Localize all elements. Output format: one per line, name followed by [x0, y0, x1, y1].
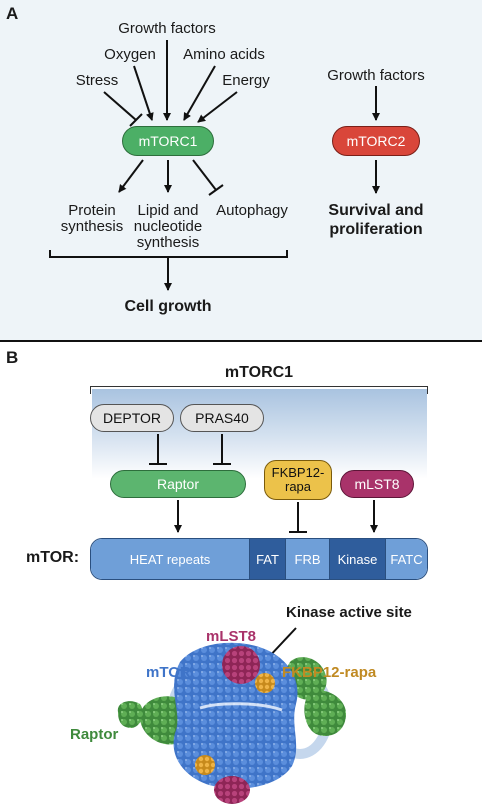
fkbp12-rapa-node: FKBP12- rapa [264, 460, 332, 500]
fkbp-bottom [195, 755, 215, 775]
survival-line1: Survival and [328, 202, 424, 219]
arrow-amino-acids [183, 65, 216, 121]
output-lipid-line3: synthesis [136, 234, 200, 251]
inhibit-stress-bar [129, 113, 143, 127]
inhibit-autophagy-bar [208, 184, 224, 196]
pras40-label: PRAS40 [195, 410, 249, 426]
deptor-label: DEPTOR [102, 410, 162, 426]
label-structure-mtor: mTOR [146, 664, 191, 681]
deptor-node: DEPTOR [90, 404, 174, 432]
panel-a-letter: A [6, 4, 19, 23]
survival-line2: proliferation [329, 221, 423, 238]
mlst8-bottom [214, 776, 250, 804]
inhibit-stress [103, 91, 137, 121]
label-kinase-active-site: Kinase active site [286, 604, 412, 621]
output-protein-line1: Protein [68, 202, 116, 219]
arrow-oxygen [133, 65, 154, 121]
mtorc2-input-growth-factors: Growth factors [327, 67, 425, 84]
panel-a-arrows [49, 40, 380, 291]
mtorc2-node: mTORC2 [332, 126, 420, 156]
input-energy: Energy [222, 72, 270, 89]
fkbp-top [255, 673, 275, 693]
input-amino-acids: Amino acids [183, 46, 265, 63]
mtorc2-label: mTORC2 [346, 133, 406, 149]
label-structure-fkbp: FKBP12-rapa [282, 664, 377, 681]
cell-growth-bracket [49, 250, 288, 258]
panel-b: B mTORC1 DEPTOR PRAS40 Raptor FKBP12- ra… [0, 342, 482, 810]
mtorc1-node: mTORC1 [122, 126, 214, 156]
raptor-lobe-left-tip [117, 701, 143, 728]
fkbp-label-line2: rapa [284, 479, 312, 494]
mtor-domain-bar: HEAT repeats FAT FRB Kinase FATC [90, 538, 428, 580]
raptor-label: Raptor [156, 476, 200, 492]
label-structure-raptor: Raptor [70, 726, 119, 743]
domain-kinase: Kinase [329, 539, 385, 579]
domain-heat-repeats: HEAT repeats [91, 539, 249, 579]
raptor-lobe-right [304, 690, 346, 736]
mtor-domain-label: mTOR: [26, 549, 80, 566]
arrow-protein-synthesis [118, 159, 144, 193]
domain-frb: FRB [285, 539, 329, 579]
domain-fat: FAT [249, 539, 285, 579]
arrow-energy [197, 91, 238, 123]
output-protein-line2: synthesis [60, 218, 124, 235]
inhibit-autophagy [192, 159, 217, 191]
output-lipid-line1: Lipid and [137, 202, 199, 219]
fkbp-label-line1: FKBP12- [271, 465, 325, 480]
raptor-node: Raptor [110, 470, 246, 498]
mtorc1-structure-image [117, 642, 346, 804]
mtor-dimer-cleft [199, 702, 283, 712]
output-lipid-line2: nucleotide [133, 218, 203, 235]
mtorc1-complex-bracket [90, 386, 428, 394]
mtorc1-complex-title: mTORC1 [224, 364, 294, 381]
output-autophagy: Autophagy [216, 202, 288, 219]
mlst8-top [222, 646, 260, 684]
input-growth-factors: Growth factors [118, 20, 216, 37]
panel-a: A Growth factors Oxygen Amino acids Stre… [0, 0, 482, 342]
mlst8-node: mLST8 [340, 470, 414, 498]
label-structure-mlst8: mLST8 [206, 628, 257, 645]
mtorc1-label: mTORC1 [138, 133, 198, 149]
pras40-node: PRAS40 [180, 404, 264, 432]
panel-b-letter: B [6, 348, 19, 367]
input-oxygen: Oxygen [104, 46, 156, 63]
cell-growth-label: Cell growth [124, 298, 212, 315]
input-stress: Stress [75, 72, 119, 89]
domain-fatc: FATC [385, 539, 427, 579]
mlst8-label: mLST8 [354, 476, 400, 492]
